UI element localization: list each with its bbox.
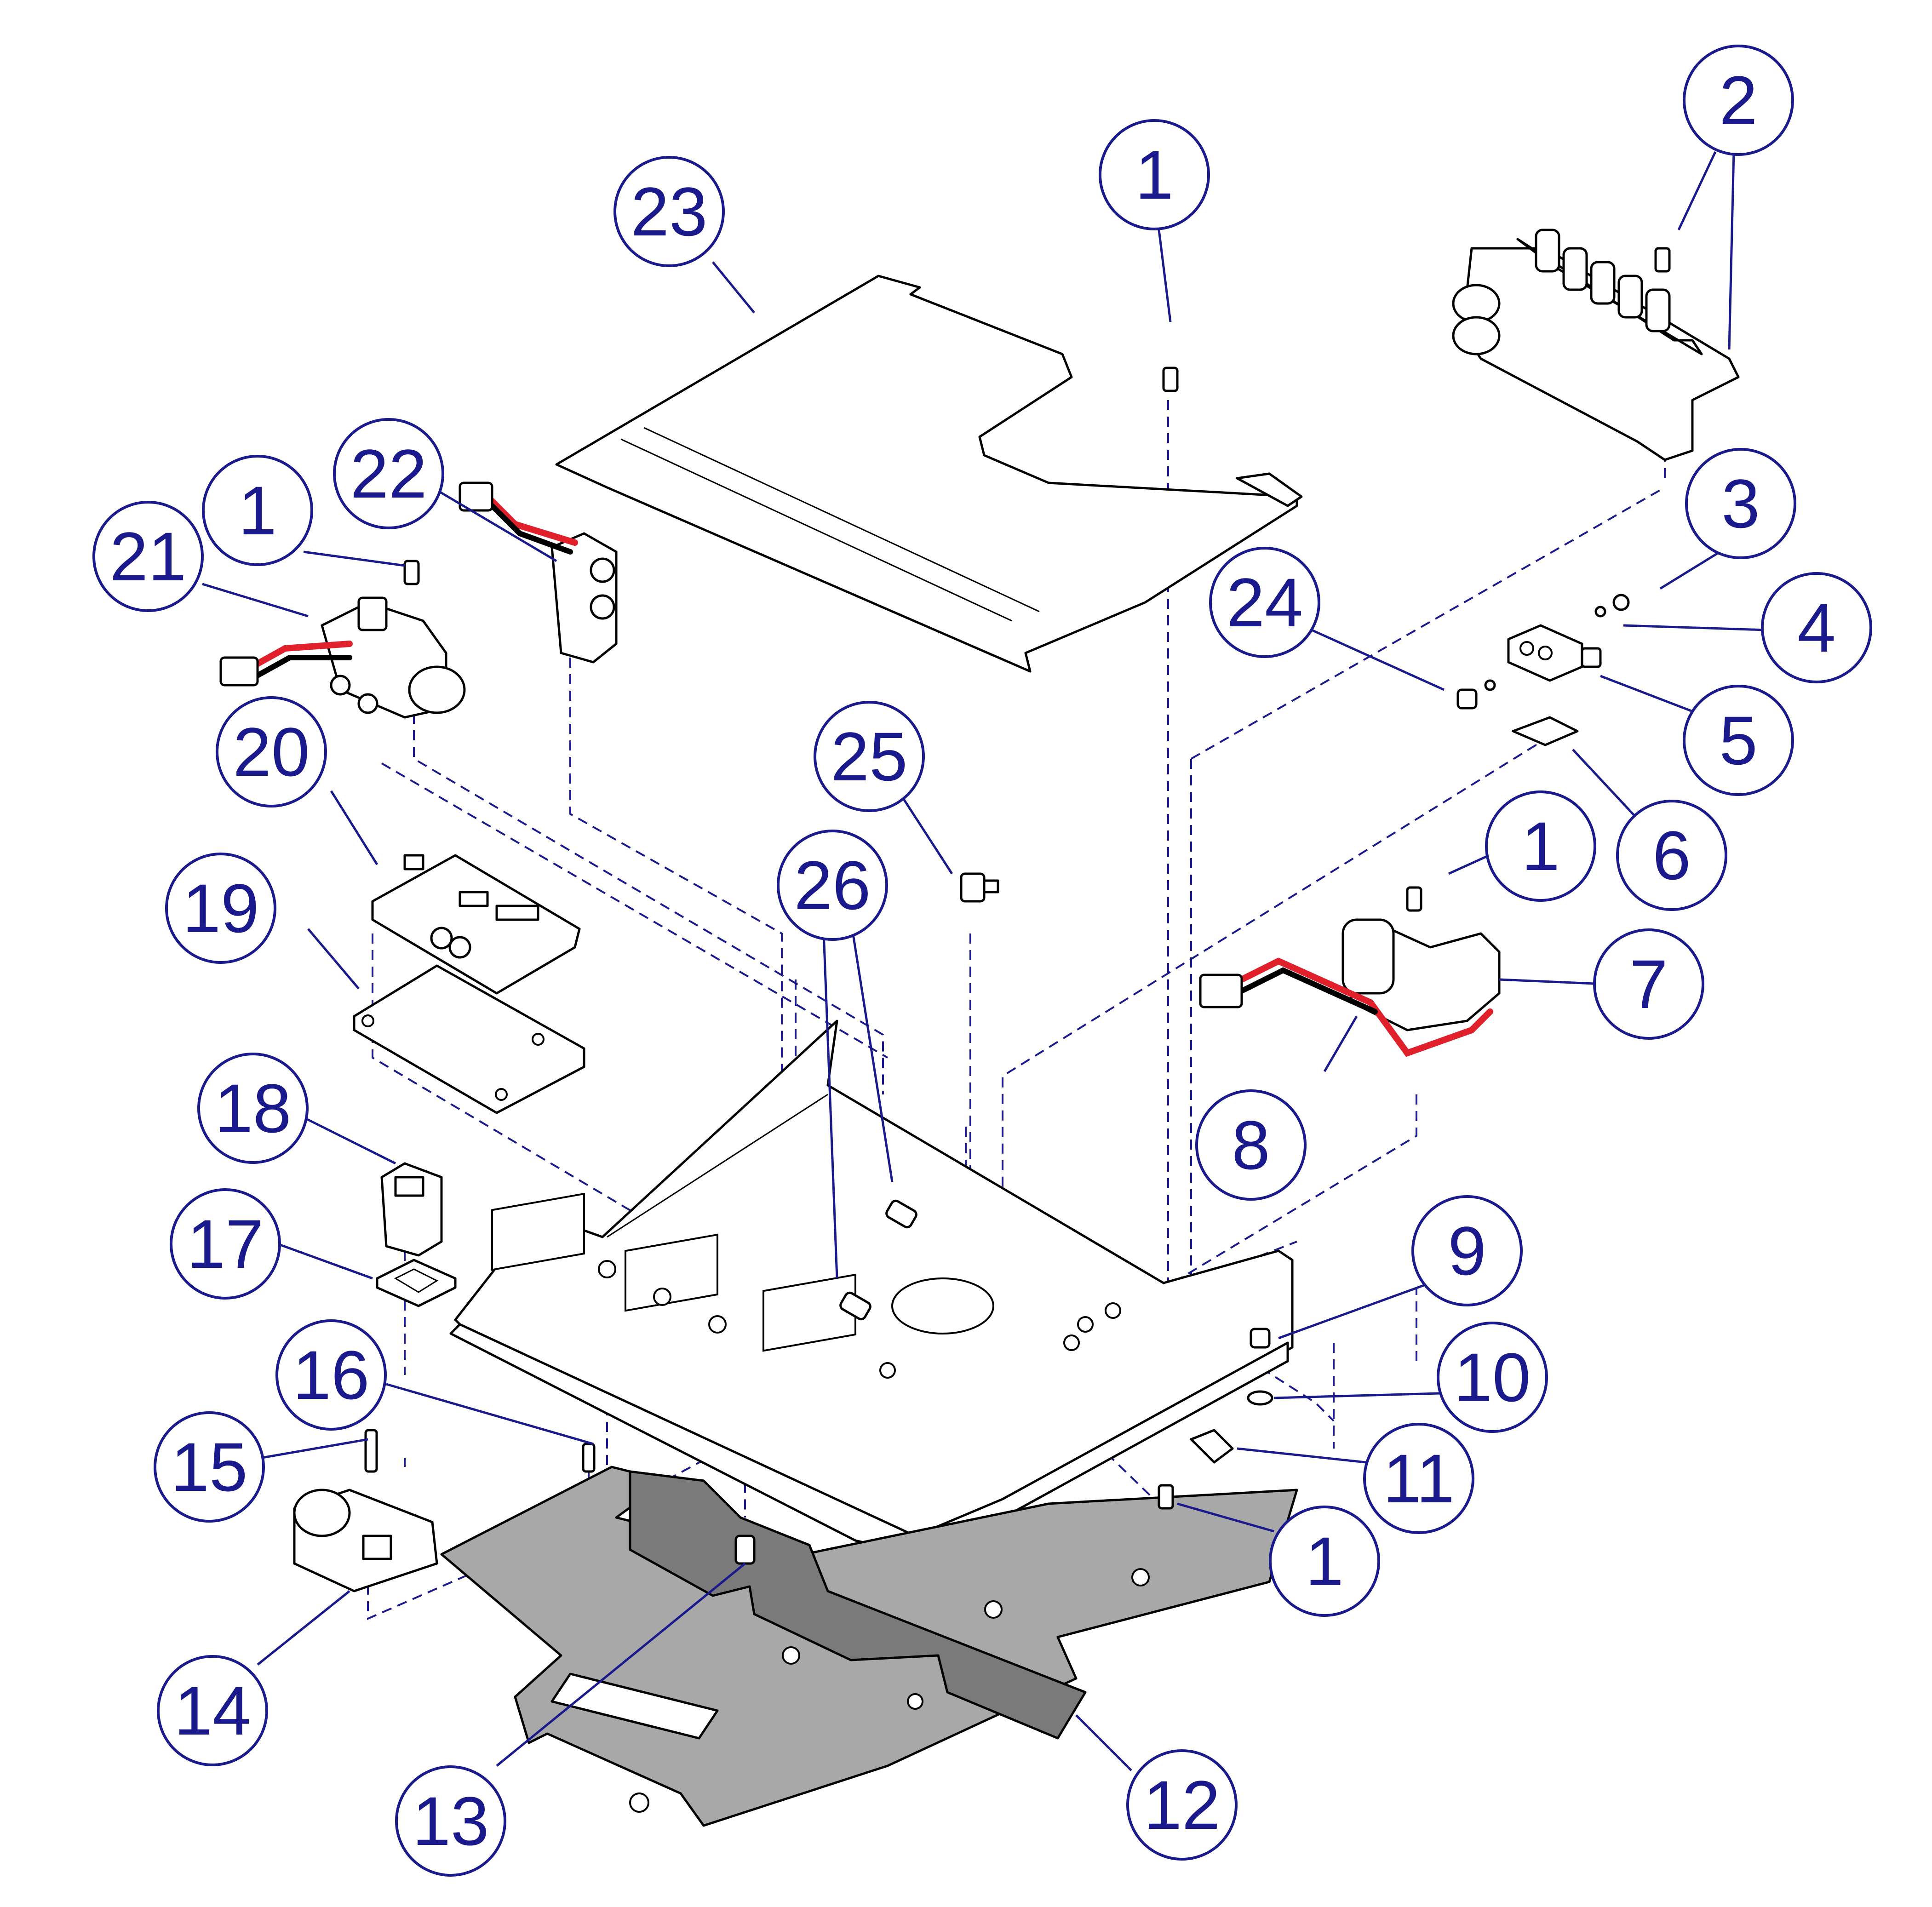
callout-label: 5 bbox=[1719, 702, 1757, 779]
part-23-top-cover bbox=[555, 275, 1303, 673]
callout-17: 17 bbox=[170, 1188, 281, 1300]
part-9-10-11-hardware bbox=[1190, 1328, 1273, 1464]
callout-label: 13 bbox=[413, 1782, 489, 1860]
callout-4: 4 bbox=[1761, 572, 1872, 683]
part-16-screw bbox=[582, 1443, 596, 1473]
callout-26: 26 bbox=[777, 830, 888, 941]
callout-label: 10 bbox=[1454, 1339, 1531, 1416]
part-18-connector bbox=[380, 1162, 443, 1257]
callout-7: 7 bbox=[1593, 928, 1704, 1040]
callout-label: 2 bbox=[1719, 62, 1757, 139]
callout-label: 17 bbox=[187, 1205, 264, 1283]
part-13-standoff bbox=[734, 1535, 756, 1565]
part-1-screws bbox=[403, 247, 1671, 1510]
callout-label: 25 bbox=[831, 718, 908, 795]
part-21-valve-assembly bbox=[219, 596, 466, 719]
callout-label: 19 bbox=[183, 870, 259, 947]
callout-label: 21 bbox=[110, 518, 187, 595]
part-block-assembly-3-6 bbox=[1456, 594, 1630, 746]
callout-label: 23 bbox=[631, 173, 708, 250]
callout-label: 18 bbox=[215, 1070, 292, 1147]
callout-18: 18 bbox=[197, 1053, 309, 1164]
callout-label: 1 bbox=[1135, 136, 1173, 213]
callout-label: 24 bbox=[1227, 564, 1303, 641]
callout-20: 20 bbox=[216, 696, 327, 807]
part-20-circuit-board bbox=[371, 854, 581, 995]
callout-24: 24 bbox=[1209, 547, 1320, 658]
part-22-valve bbox=[459, 481, 618, 664]
part-15-screw bbox=[364, 1429, 378, 1473]
callout-label: 1 bbox=[1521, 807, 1559, 885]
callout-label: 14 bbox=[174, 1672, 251, 1749]
callout-9: 9 bbox=[1411, 1195, 1523, 1306]
callout-1-right: 1 bbox=[1485, 790, 1596, 902]
callout-25: 25 bbox=[814, 701, 925, 812]
callout-label: 3 bbox=[1721, 465, 1760, 542]
callout-2: 2 bbox=[1683, 45, 1794, 156]
callout-23: 23 bbox=[613, 156, 725, 267]
callout-label: 15 bbox=[171, 1428, 248, 1506]
callout-label: 8 bbox=[1232, 1106, 1270, 1184]
part-19-insulator-sheet bbox=[353, 964, 585, 1114]
callout-label: 11 bbox=[1383, 1440, 1455, 1517]
leader-lines bbox=[202, 151, 1766, 1771]
callout-19: 19 bbox=[165, 853, 276, 964]
callout-1-top: 1 bbox=[1099, 119, 1210, 230]
part-14-switch-assembly bbox=[293, 1489, 438, 1592]
part-26-fittings bbox=[839, 1199, 917, 1321]
part-25-fitting bbox=[960, 872, 999, 903]
part-2-valve-manifold bbox=[1452, 229, 1740, 461]
callout-label: 16 bbox=[293, 1336, 370, 1414]
main-chassis-tray bbox=[449, 1019, 1294, 1556]
callout-5: 5 bbox=[1683, 685, 1794, 796]
callout-16: 16 bbox=[275, 1319, 387, 1431]
callout-label: 9 bbox=[1448, 1212, 1486, 1289]
callout-3: 3 bbox=[1685, 448, 1796, 559]
callout-1-left: 1 bbox=[202, 455, 313, 566]
callout-12: 12 bbox=[1126, 1749, 1238, 1861]
callout-label: 1 bbox=[1305, 1523, 1343, 1600]
callout-1-bottom: 1 bbox=[1269, 1506, 1380, 1617]
callout-label: 12 bbox=[1144, 1766, 1221, 1844]
callout-label: 4 bbox=[1797, 589, 1835, 666]
callout-22: 22 bbox=[333, 418, 444, 529]
callout-label: 1 bbox=[238, 472, 276, 549]
callout-label: 26 bbox=[794, 847, 871, 924]
part-7-pump-assembly bbox=[1199, 918, 1501, 1057]
callout-label: 22 bbox=[350, 435, 427, 512]
callout-14: 14 bbox=[157, 1655, 268, 1766]
callout-11: 11 bbox=[1363, 1423, 1474, 1534]
part-17-gasket bbox=[376, 1259, 457, 1307]
callout-label: 6 bbox=[1652, 817, 1691, 894]
callout-10: 10 bbox=[1437, 1322, 1548, 1433]
callout-15: 15 bbox=[154, 1411, 265, 1523]
callout-21: 21 bbox=[92, 501, 204, 612]
callout-6: 6 bbox=[1616, 800, 1727, 911]
callout-8: 8 bbox=[1195, 1089, 1307, 1201]
callout-label: 7 bbox=[1629, 945, 1668, 1023]
callout-label: 20 bbox=[233, 713, 310, 790]
callout-13: 13 bbox=[395, 1765, 506, 1877]
